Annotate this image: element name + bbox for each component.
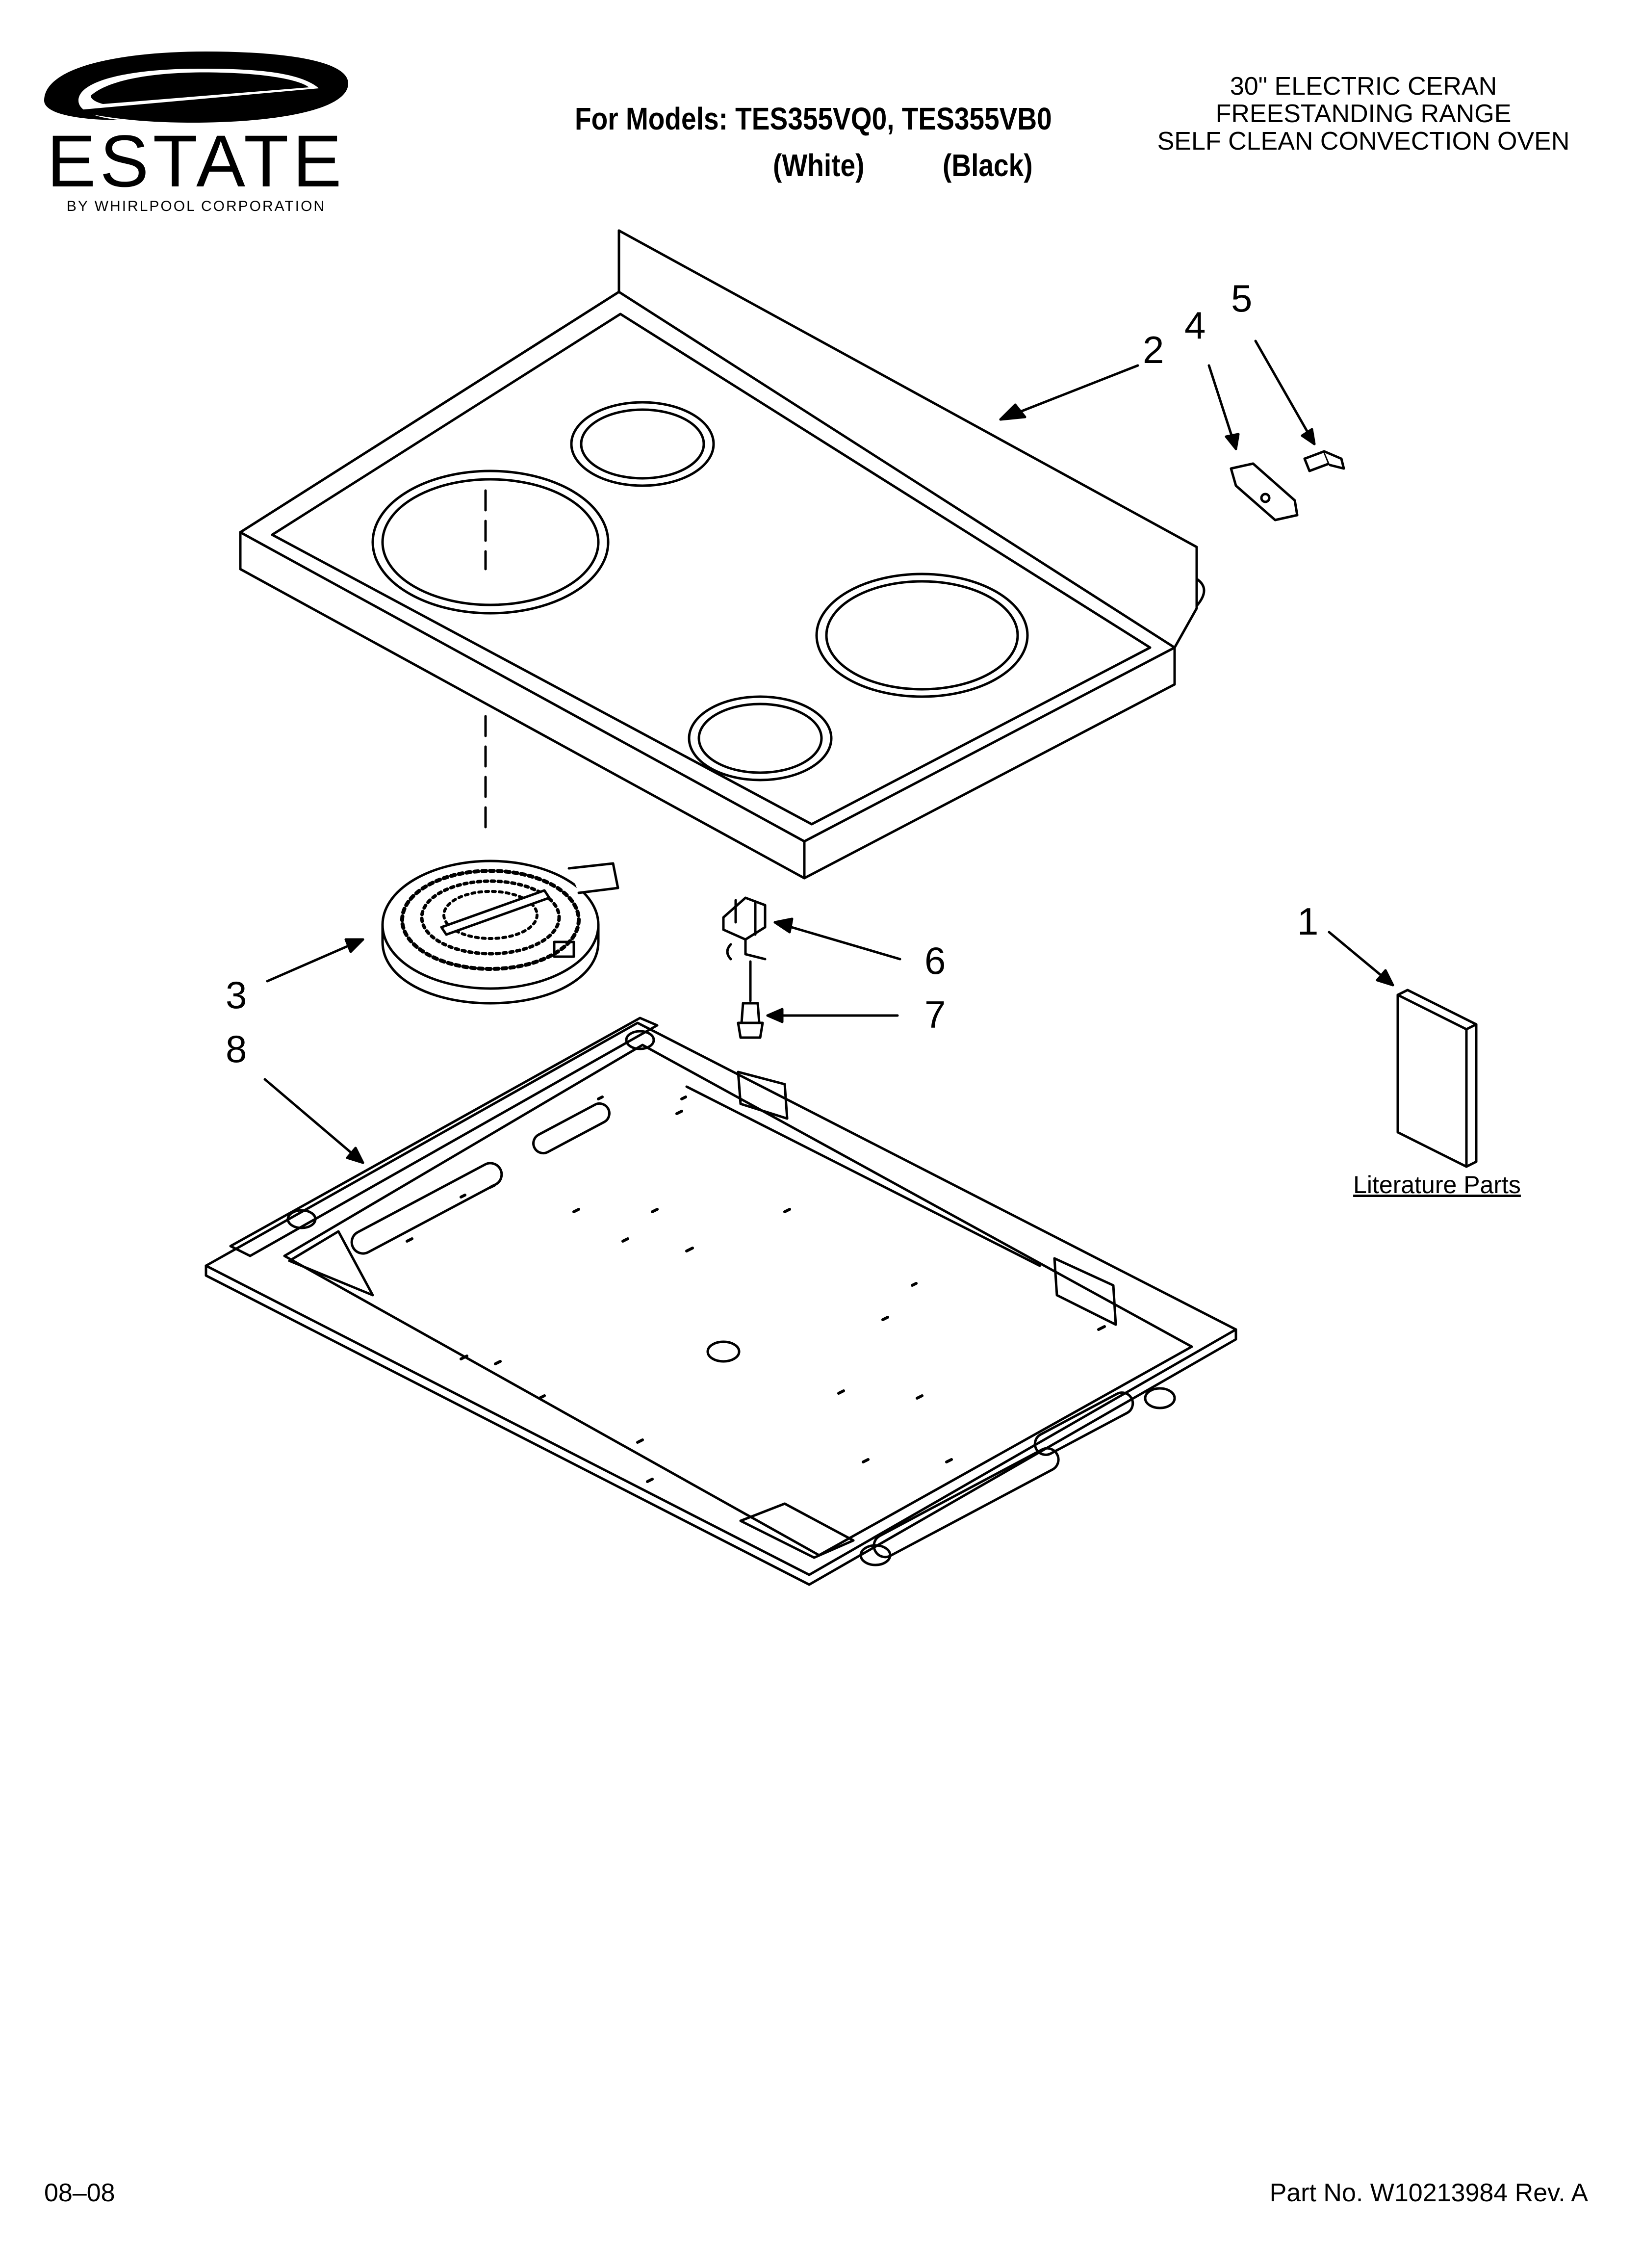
callout-7: 7	[924, 993, 946, 1036]
callout-4: 4	[1184, 304, 1206, 347]
brand-name: ESTATE	[47, 120, 345, 202]
callout-5: 5	[1231, 277, 1252, 320]
burner-ring-front-left-large	[371, 469, 610, 615]
cooktop	[239, 229, 1206, 880]
callout-2: 2	[1143, 328, 1164, 371]
product-description: 30" ELECTRIC CERAN FREESTANDING RANGE SE…	[1118, 73, 1609, 155]
estate-logo: ESTATE BY WHIRLPOOL CORPORATION	[44, 52, 348, 214]
footer-part-number: Part No. W10213984 Rev. A	[1269, 2179, 1588, 2207]
burner-ring-front-right-small	[688, 695, 833, 782]
callout-leader-lines	[263, 339, 1394, 1164]
product-description-line-1: 30" ELECTRIC CERAN	[1230, 72, 1497, 101]
screw-5	[1303, 450, 1345, 472]
models-line: For Models: TES355VQ0, TES355VB0	[575, 101, 1052, 136]
burner-box-base-pan	[205, 1017, 1237, 1586]
color-black-label: (Black)	[943, 148, 1033, 183]
literature-parts-label: Literature Parts	[1353, 1171, 1521, 1199]
burner-ring-back-right-large	[815, 573, 1029, 698]
radiant-surface-element	[381, 860, 619, 1005]
brand-tagline: BY WHIRLPOOL CORPORATION	[67, 198, 326, 214]
literature-parts-booklet	[1396, 989, 1478, 1168]
burner-ring-back-left-small	[570, 401, 715, 487]
terminal-bracket	[1230, 462, 1299, 521]
product-description-line-2: FREESTANDING RANGE	[1215, 100, 1512, 128]
screw-7	[737, 1002, 764, 1039]
footer-date: 08–08	[44, 2179, 115, 2207]
callout-1: 1	[1297, 900, 1318, 943]
callout-6: 6	[924, 939, 946, 982]
callout-8: 8	[226, 1027, 247, 1070]
callout-3: 3	[226, 973, 247, 1017]
clip	[722, 896, 767, 961]
product-description-line-3: SELF CLEAN CONVECTION OVEN	[1157, 127, 1570, 156]
color-white-label: (White)	[773, 148, 865, 183]
